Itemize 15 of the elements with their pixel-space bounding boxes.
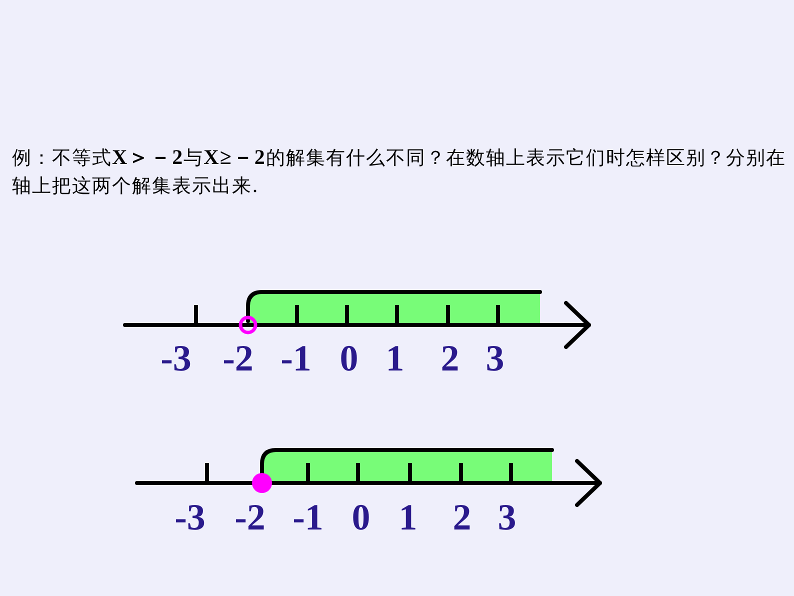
tick-label: -3 (174, 500, 206, 536)
tick-label: 0 (352, 500, 370, 536)
tick-label: 0 (340, 340, 358, 378)
tick-label: 3 (486, 340, 504, 378)
tick-label: -3 (160, 340, 192, 378)
tick-label: -1 (280, 340, 312, 378)
problem-text: 例：不等式X＞－2与X≥－2的解集有什么不同？在数轴上表示它们时怎样区别？分别在轴上把这两个解集表示出来. (12, 144, 787, 199)
tick-label: 2 (440, 340, 460, 378)
tick-label: 1 (398, 500, 418, 536)
tick-label: -1 (292, 500, 324, 536)
tick-label: 1 (386, 340, 404, 378)
tick-label: -2 (234, 500, 266, 536)
tick-label: -2 (222, 340, 254, 378)
tick-label: 3 (498, 500, 516, 536)
tick-label: 2 (452, 500, 472, 536)
